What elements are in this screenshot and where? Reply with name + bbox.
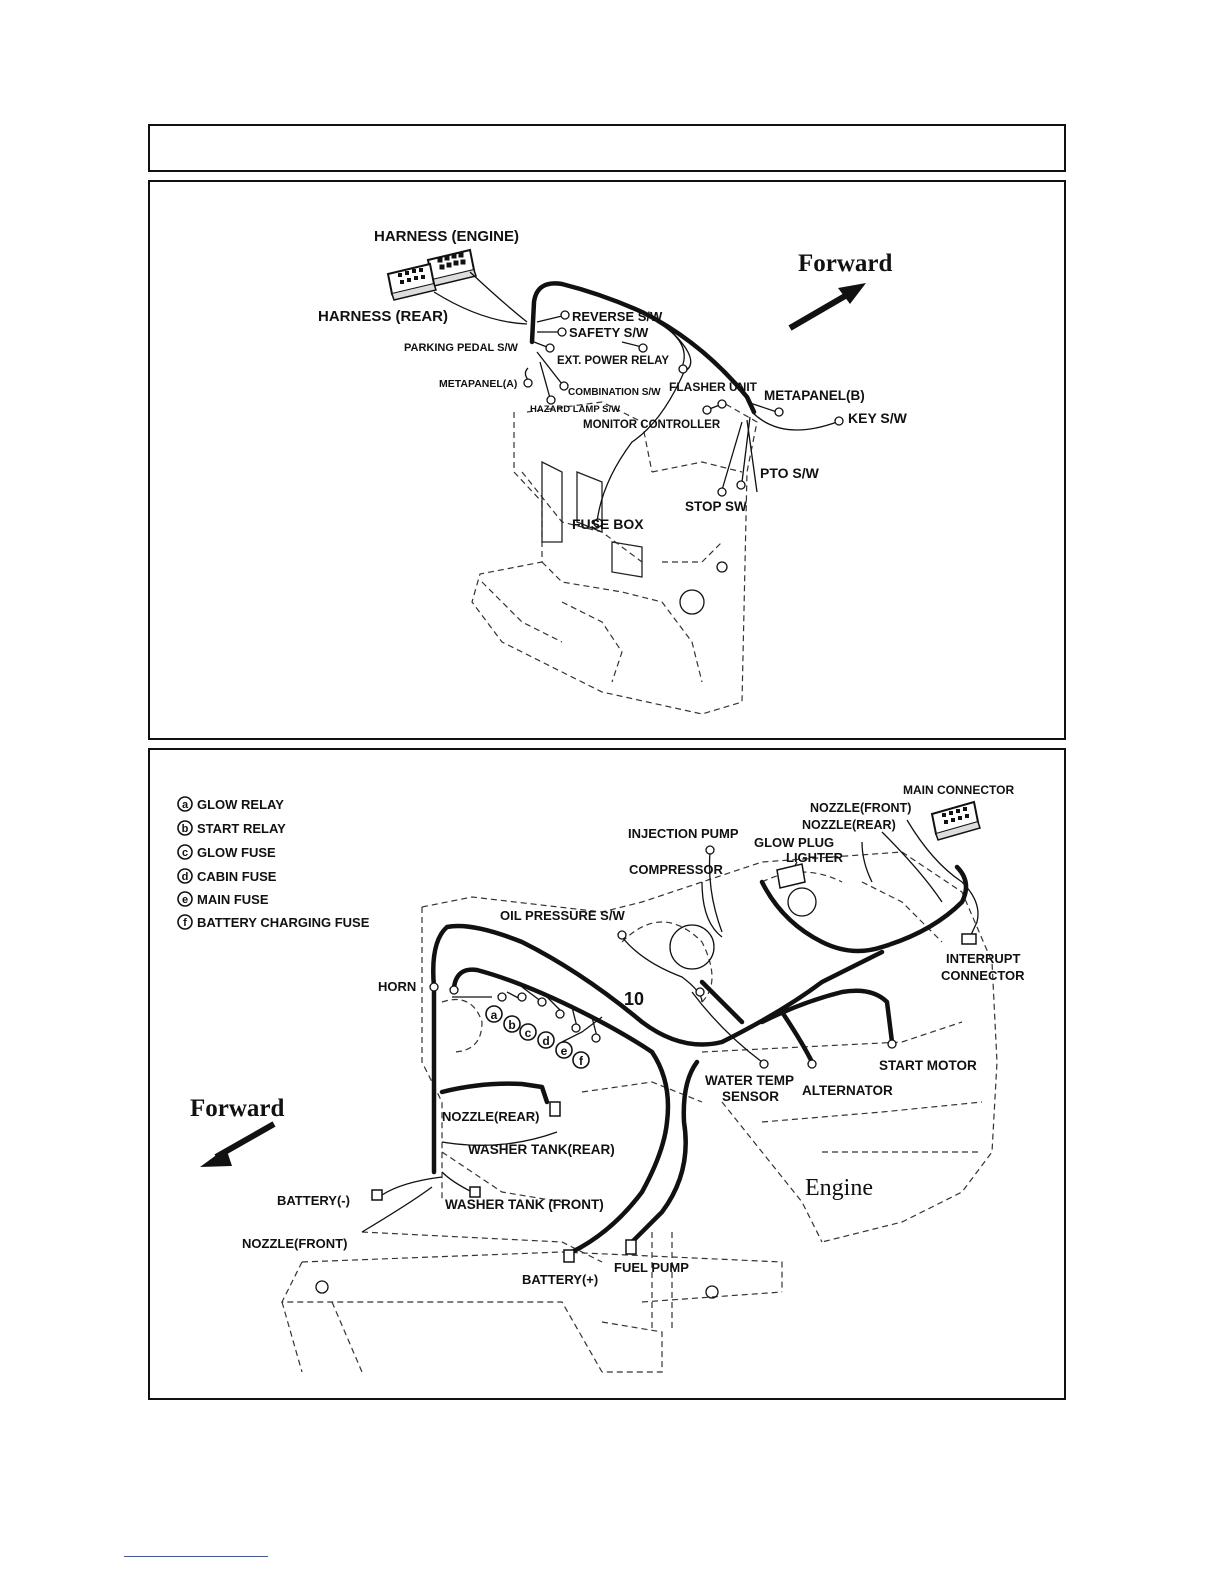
legend-letter-b: b — [182, 823, 189, 835]
label-sensor: SENSOR — [722, 1089, 779, 1104]
label-compressor: COMPRESSOR — [629, 862, 724, 877]
label-fuel-pump: FUEL PUMP — [614, 1260, 689, 1275]
legend-cabin-fuse: CABIN FUSE — [197, 869, 277, 884]
label-injection-pump: INJECTION PUMP — [628, 826, 739, 841]
legend-letter-a: a — [182, 799, 189, 811]
label-washer-tank-rear: WASHER TANK(REAR) — [468, 1142, 615, 1157]
label-interrupt: INTERRUPT — [946, 951, 1020, 966]
label-metapanel-b: METAPANEL(B) — [764, 388, 865, 403]
label-reverse-sw: REVERSE S/W — [572, 309, 663, 324]
label-ext-power-relay: EXT. POWER RELAY — [557, 355, 669, 367]
component-markers: a b c d e f — [485, 1005, 590, 1069]
label-fuse-box: FUSE BOX — [572, 516, 644, 532]
label-horn: HORN — [378, 979, 416, 994]
marker-a: a — [491, 1008, 498, 1022]
bottom-terminals — [371, 845, 977, 1263]
label-pto-sw: PTO S/W — [760, 465, 820, 481]
bottom-body-outline — [281, 851, 998, 1373]
top-harness-diagram: HARNESS (ENGINE) HARNESS (REAR) Forward … — [318, 228, 908, 715]
label-nozzle-front: NOZZLE(FRONT) — [242, 1236, 347, 1251]
label-battery-plus: BATTERY(+) — [522, 1272, 598, 1287]
component-legend: a GLOW RELAY b START RELAY c GLOW FUSE d… — [177, 796, 370, 930]
label-start-motor: START MOTOR — [879, 1058, 977, 1073]
label-combination-sw: COMBINATION S/W — [568, 387, 661, 398]
top-body-outline — [471, 401, 758, 715]
legend-main-fuse: MAIN FUSE — [197, 892, 269, 907]
main-connector-icon — [930, 800, 981, 841]
footer-rule — [124, 1556, 268, 1557]
label-alternator: ALTERNATOR — [802, 1083, 893, 1098]
bottom-diagram-panel: a b c d e f a GLOW RELAY b START RELAY c… — [148, 748, 1066, 1400]
header-box — [148, 124, 1066, 172]
legend-glow-relay: GLOW RELAY — [197, 797, 284, 812]
harness-engine-connector-icon — [426, 248, 477, 287]
legend-letter-d: d — [182, 871, 189, 883]
legend-letter-e: e — [182, 894, 188, 906]
label-metapanel-a: METAPANEL(A) — [439, 378, 517, 390]
marker-d: d — [542, 1034, 549, 1048]
label-washer-tank-front: WASHER TANK (FRONT) — [445, 1197, 604, 1212]
label-hazard-lamp-sw: HAZARD LAMP S/W — [530, 404, 620, 415]
label-harness-engine: HARNESS (ENGINE) — [374, 228, 519, 245]
top-terminals — [523, 310, 844, 528]
engine-harness-diagram: a b c d e f a GLOW RELAY b START RELAY c… — [177, 783, 1025, 1373]
marker-e: e — [561, 1044, 568, 1058]
label-nozzle-front-top: NOZZLE(FRONT) — [810, 801, 911, 815]
label-water-temp: WATER TEMP — [705, 1073, 794, 1088]
label-oil-pressure-sw: OIL PRESSURE S/W — [500, 908, 625, 923]
forward-arrow-icon — [788, 283, 866, 331]
legend-battery-charging-fuse: BATTERY CHARGING FUSE — [197, 915, 370, 930]
label-key-sw: KEY S/W — [848, 410, 908, 426]
marker-f: f — [579, 1054, 584, 1068]
label-forward-bottom: Forward — [190, 1095, 285, 1122]
label-monitor-controller: MONITOR CONTROLLER — [583, 419, 721, 431]
bottom-wiring-harness — [361, 819, 979, 1255]
label-glow-plug: GLOW PLUG — [754, 835, 834, 850]
legend-letter-f: f — [183, 917, 187, 929]
label-safety-sw: SAFETY S/W — [569, 325, 649, 340]
forward-arrow-bottom-icon — [200, 1121, 276, 1167]
label-nozzle-rear-top: NOZZLE(REAR) — [802, 818, 896, 832]
label-main-connector: MAIN CONNECTOR — [903, 783, 1014, 797]
marker-c: c — [525, 1026, 532, 1040]
label-harness-rear: HARNESS (REAR) — [318, 308, 448, 325]
top-diagram-panel: HARNESS (ENGINE) HARNESS (REAR) Forward … — [148, 180, 1066, 740]
label-forward-top: Forward — [798, 250, 893, 277]
label-nozzle-rear: NOZZLE(REAR) — [442, 1109, 540, 1124]
legend-start-relay: START RELAY — [197, 821, 286, 836]
label-connector: CONNECTOR — [941, 968, 1025, 983]
label-engine: Engine — [805, 1175, 873, 1201]
label-battery-minus: BATTERY(-) — [277, 1193, 350, 1208]
marker-b: b — [508, 1018, 515, 1032]
label-lighter: LIGHTER — [786, 850, 844, 865]
label-parking-pedal-sw: PARKING PEDAL S/W — [404, 342, 518, 354]
label-ten: 10 — [624, 989, 644, 1009]
label-flasher-unit: FLASHER UNIT — [669, 380, 758, 394]
harness-rear-connector-icon — [386, 262, 437, 301]
legend-letter-c: c — [182, 847, 188, 859]
label-stop-sw: STOP SW — [685, 499, 747, 514]
top-wiring-harness — [433, 271, 838, 523]
legend-glow-fuse: GLOW FUSE — [197, 845, 276, 860]
